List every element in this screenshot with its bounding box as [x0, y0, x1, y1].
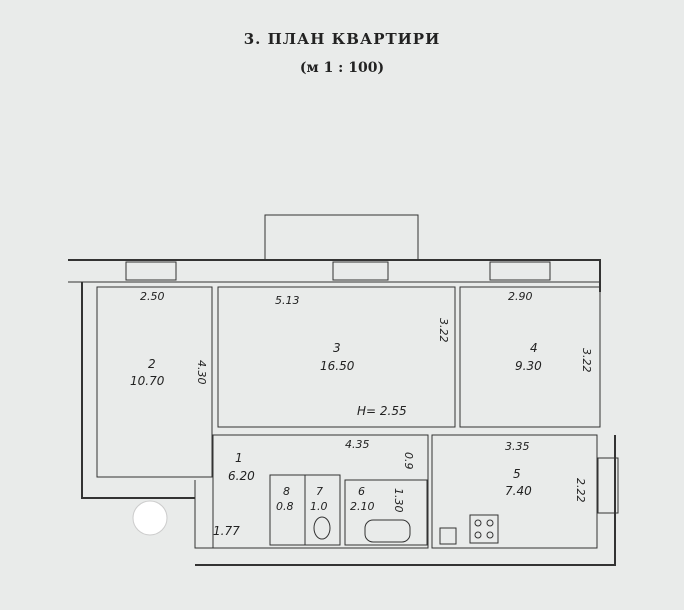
room-5-area: 7.40 [505, 484, 532, 498]
outer-bottom-wall [195, 435, 616, 566]
room-2-area: 10.70 [130, 374, 165, 388]
room-6-num: 6 [358, 485, 365, 498]
room-3 [217, 286, 456, 428]
window-room-5 [597, 457, 619, 514]
room-6-area: 2.10 [350, 500, 375, 513]
room-1-num: 1 [235, 451, 243, 465]
room-3-area: 16.50 [320, 359, 355, 373]
window-room-3 [332, 261, 389, 281]
balcony [264, 214, 419, 261]
room-1-area: 6.20 [228, 469, 255, 483]
plan-scale: (м 1 : 100) [299, 60, 385, 76]
ceiling-height: H= 2.55 [357, 404, 407, 418]
outer-top-wall [68, 259, 601, 292]
room-7-num: 7 [316, 485, 323, 498]
room-1-height: 0.9 [402, 452, 415, 470]
room-4 [459, 286, 601, 428]
window-room-4 [489, 261, 551, 281]
stove-icon [469, 514, 499, 544]
corridor [194, 480, 213, 549]
room-4-area: 9.30 [515, 359, 542, 373]
room-5-width: 3.35 [505, 440, 530, 453]
room-5-height: 2.22 [574, 478, 587, 503]
stairwell-marker [132, 500, 168, 536]
room-2-height: 4.30 [195, 360, 208, 385]
room-7 [304, 474, 341, 546]
corridor-area: 1.77 [213, 524, 240, 538]
room-2 [96, 286, 213, 478]
room-3-num: 3 [333, 341, 341, 355]
window-room-2 [125, 261, 177, 281]
bathtub-icon [364, 519, 411, 543]
room-3-width: 5.13 [275, 294, 300, 307]
room-8-num: 8 [283, 485, 290, 498]
toilet-icon [313, 516, 331, 540]
room-4-num: 4 [530, 341, 538, 355]
room-8-area: 0.8 [276, 500, 294, 513]
sink-icon [439, 527, 457, 545]
room-2-num: 2 [148, 357, 156, 371]
room-4-height: 3.22 [580, 348, 593, 373]
room-1-width: 4.35 [345, 438, 370, 451]
room-5-num: 5 [513, 467, 521, 481]
room-4-width: 2.90 [508, 290, 533, 303]
room-5 [431, 434, 598, 549]
room-7-area: 1.0 [310, 500, 328, 513]
room-2-width: 2.50 [140, 290, 165, 303]
room-6 [344, 479, 428, 546]
plan-title: 3. ПЛАН КВАРТИРИ [243, 30, 441, 48]
room-3-height: 3.22 [437, 318, 450, 343]
outer-left-wall [81, 282, 195, 499]
room-6-width: 1.30 [392, 488, 405, 513]
room-1 [212, 434, 429, 549]
